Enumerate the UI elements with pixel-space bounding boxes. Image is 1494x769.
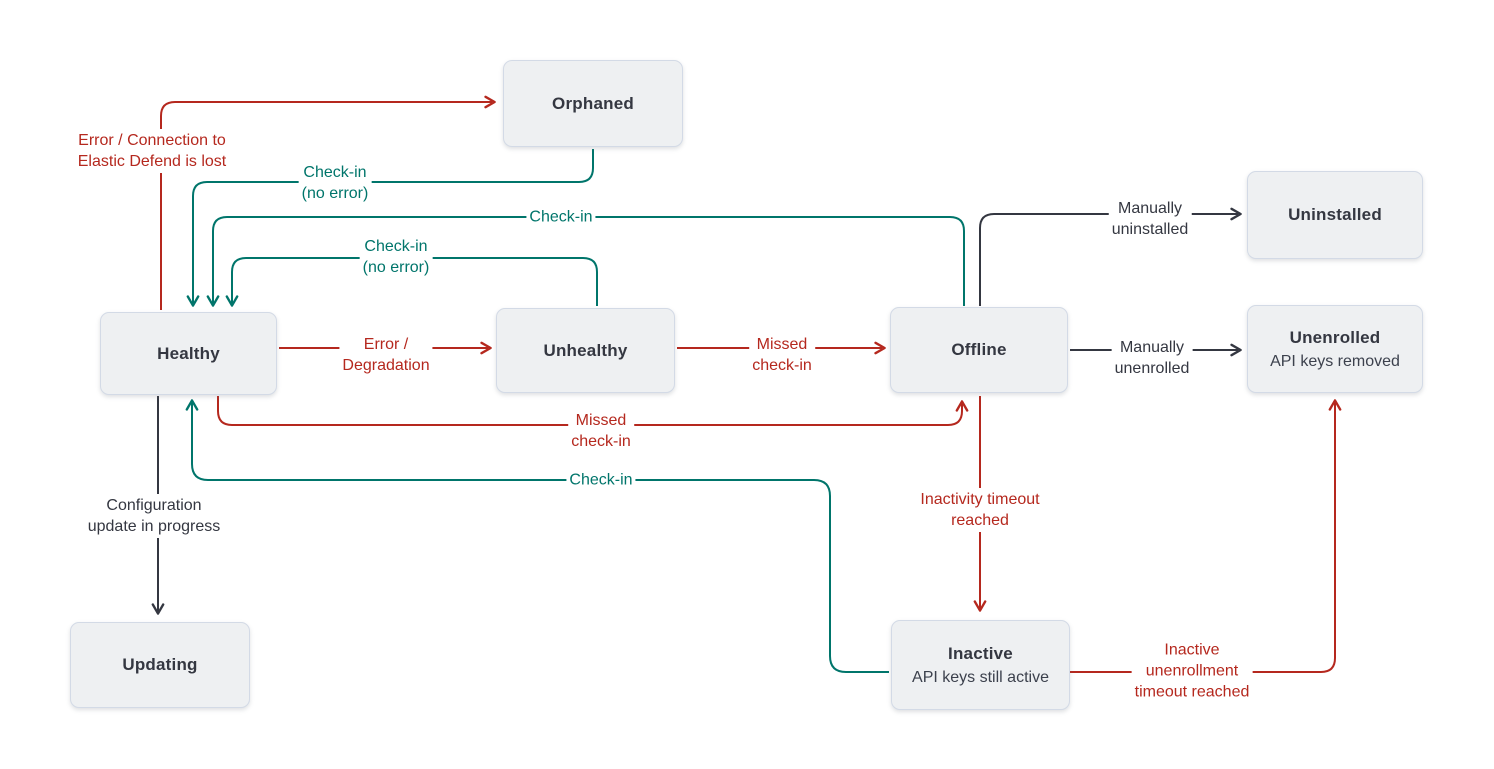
edge-label-error-degradation: Error / Degradation xyxy=(339,333,433,377)
node-updating-label: Updating xyxy=(122,655,198,674)
edge-label-checkin-no-error-unhealthy: Check-in (no error) xyxy=(359,235,433,279)
edge-offline-to-uninstalled xyxy=(979,207,1242,306)
edge-label-configuration-update: Configuration update in progress xyxy=(84,494,224,538)
node-updating: Updating xyxy=(70,622,250,708)
edge-orphaned-to-healthy xyxy=(186,149,594,307)
edge-label-checkin-inactive: Check-in xyxy=(566,468,636,492)
node-inactive-sublabel: API keys still active xyxy=(912,668,1049,686)
node-unenrolled: Unenrolled API keys removed xyxy=(1247,305,1423,393)
node-inactive: Inactive API keys still active xyxy=(891,620,1070,710)
node-unhealthy-label: Unhealthy xyxy=(543,340,628,360)
edge-inactive-to-healthy xyxy=(185,399,889,673)
edge-label-manually-unenrolled: Manually unenrolled xyxy=(1111,336,1193,380)
node-uninstalled-label: Uninstalled xyxy=(1288,205,1382,224)
node-orphaned-label: Orphaned xyxy=(552,93,634,113)
edge-label-checkin-offline: Check-in xyxy=(526,205,596,229)
node-orphaned: Orphaned xyxy=(503,60,683,147)
edge-label-inactivity-timeout: Inactivity timeout reached xyxy=(917,488,1043,532)
node-healthy: Healthy xyxy=(100,312,277,395)
node-inactive-label: Inactive xyxy=(948,643,1013,663)
node-uninstalled: Uninstalled xyxy=(1247,171,1423,259)
edge-label-missed-checkin-healthy: Missed check-in xyxy=(568,409,634,453)
edge-inactive-to-unenrolled xyxy=(1070,399,1342,673)
edge-label-error-connection-lost: Error / Connection to Elastic Defend is … xyxy=(74,129,230,173)
edge-healthy-to-orphaned xyxy=(160,95,496,310)
node-unenrolled-sublabel: API keys removed xyxy=(1270,352,1400,370)
node-unenrolled-label: Unenrolled xyxy=(1289,327,1381,347)
node-offline: Offline xyxy=(890,307,1068,393)
edge-label-inactive-unenrollment-timeout: Inactive unenrollment timeout reached xyxy=(1131,638,1253,704)
edge-offline-to-healthy xyxy=(206,216,965,307)
edge-label-checkin-no-error-orphaned: Check-in (no error) xyxy=(298,161,372,205)
edge-label-manually-uninstalled: Manually uninstalled xyxy=(1108,197,1192,241)
node-offline-label: Offline xyxy=(951,340,1007,359)
node-healthy-label: Healthy xyxy=(157,343,220,363)
edge-label-missed-checkin-unhealthy: Missed check-in xyxy=(749,333,815,377)
node-unhealthy: Unhealthy xyxy=(496,308,675,393)
